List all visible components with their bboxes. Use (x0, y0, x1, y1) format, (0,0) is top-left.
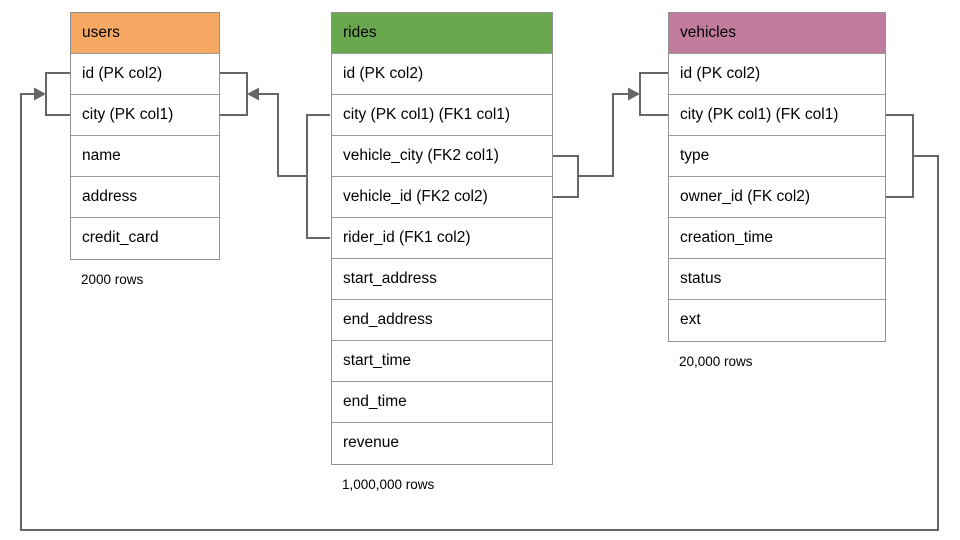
row-count-rides: 1,000,000 rows (342, 477, 435, 492)
fk1-link-line (259, 93, 307, 177)
table-vehicles-columns: id (PK col2)city (PK col1) (FK col1)type… (669, 54, 885, 341)
rides-right-bracket (553, 155, 579, 198)
column-row: id (PK col2) (332, 54, 552, 95)
table-rides: rides id (PK col2)city (PK col1) (FK1 co… (331, 12, 553, 492)
row-count-vehicles: 20,000 rows (679, 354, 753, 369)
column-row: credit_card (71, 218, 219, 259)
vehicles-left-bracket (639, 72, 668, 116)
column-row: status (669, 259, 885, 300)
column-row: owner_id (FK col2) (669, 177, 885, 218)
fk2-link-line (578, 93, 628, 177)
users-right-bracket (220, 72, 248, 116)
fk2-arrowhead (628, 87, 640, 101)
column-row: start_time (332, 341, 552, 382)
rides-left-bracket (306, 114, 330, 239)
fk2-connector-rides-to-vehicles (553, 72, 668, 198)
column-row: city (PK col1) (71, 95, 219, 136)
table-vehicles: vehicles id (PK col2)city (PK col1) (FK … (668, 12, 886, 369)
table-header-vehicles: vehicles (669, 13, 885, 54)
table-header-rides: rides (332, 13, 552, 54)
column-row: end_time (332, 382, 552, 423)
column-row: revenue (332, 423, 552, 464)
fk-link-loop-line (20, 93, 939, 531)
column-row: city (PK col1) (FK col1) (669, 95, 885, 136)
column-row: creation_time (669, 218, 885, 259)
table-header-users: users (71, 13, 219, 54)
column-row: name (71, 136, 219, 177)
column-row: vehicle_city (FK2 col1) (332, 136, 552, 177)
row-count-users: 2000 rows (81, 272, 144, 287)
fk-connector-vehicles-to-users (20, 72, 939, 531)
column-row: id (PK col2) (669, 54, 885, 95)
column-row: end_address (332, 300, 552, 341)
column-row: start_address (332, 259, 552, 300)
table-rides-columns: id (PK col2)city (PK col1) (FK1 col1)veh… (332, 54, 552, 464)
column-row: id (PK col2) (71, 54, 219, 95)
column-row: city (PK col1) (FK1 col1) (332, 95, 552, 136)
fk1-arrowhead (247, 87, 259, 101)
vehicles-right-bracket (886, 114, 914, 198)
users-left-bracket (45, 72, 70, 116)
column-row: rider_id (FK1 col2) (332, 218, 552, 259)
fk-arrowhead (34, 87, 46, 101)
fk1-connector-rides-to-users (220, 72, 330, 239)
column-row: ext (669, 300, 885, 341)
column-row: vehicle_id (FK2 col2) (332, 177, 552, 218)
column-row: address (71, 177, 219, 218)
column-row: type (669, 136, 885, 177)
